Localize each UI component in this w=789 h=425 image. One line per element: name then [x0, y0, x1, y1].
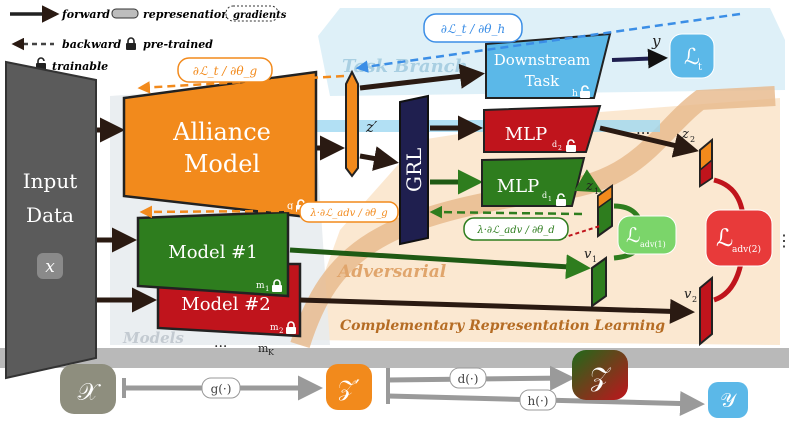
mlp-d2-lock-icon — [566, 139, 576, 152]
space-Zprime-symbol: 𝒵′ — [338, 377, 360, 402]
loss-adv1-sub: adv(1) — [640, 240, 666, 249]
z1-rep-top — [597, 184, 613, 210]
z2-rep-bottom — [699, 158, 713, 188]
mlp-d2-sub-index: 2 — [558, 145, 562, 152]
loss-adv2-symbol: ℒ — [716, 224, 733, 252]
model2-sub: m — [270, 323, 279, 333]
adversarial-label: Adversarial — [336, 262, 447, 282]
models-last-index: K — [268, 348, 275, 357]
downstream-lock-icon — [580, 85, 590, 98]
loss-trailing: ⋮ — [776, 231, 789, 250]
task-branch-label: Task Branch — [342, 56, 468, 77]
z1-var: z — [585, 179, 593, 194]
legend-forward: forward — [61, 8, 110, 21]
model1-lock-icon — [272, 279, 282, 292]
space-X — [60, 364, 116, 414]
downstream-title-1: Downstream — [494, 51, 591, 69]
dots-top: ... — [636, 120, 650, 138]
arrow-downstream-lt — [611, 48, 668, 69]
grl-label: GRL — [402, 148, 426, 192]
mlp-d2-label: MLP — [505, 124, 548, 145]
loss-t-symbol: ℒ — [684, 45, 700, 70]
z1-idx: 1 — [594, 187, 599, 196]
input-var: x — [45, 257, 55, 277]
grad-label-left: ∂ℒ_t / ∂θ_g — [193, 64, 258, 78]
z2-idx: 2 — [690, 135, 695, 144]
space-X-symbol: 𝒳 — [78, 378, 102, 406]
legend-gradients: gradients — [233, 10, 287, 21]
zprime-rep — [345, 69, 359, 178]
arrow-model2-v2 — [299, 297, 695, 324]
bottom-bar — [0, 348, 789, 368]
legend: forward represenation gradients backward… — [10, 5, 287, 73]
arrow-mlp1-z1 — [574, 169, 603, 193]
arrow-model1-v1 — [289, 247, 591, 280]
legend-trainable: trainable — [52, 60, 108, 73]
model1-block — [136, 210, 290, 298]
v1-var: v — [584, 247, 592, 262]
loss-adv1-symbol: ℒ — [626, 223, 640, 247]
arrow-zprime-downstream — [359, 63, 485, 91]
bottom-d-label: d(·) — [458, 372, 479, 386]
space-Z-symbol: 𝒵 — [590, 363, 611, 393]
arrow-mlp2-z2 — [599, 125, 699, 158]
v2-var: v — [684, 287, 692, 302]
alliance-sub: g — [287, 201, 294, 212]
loss-t-sub: t — [698, 62, 702, 73]
model2-lock-icon — [286, 321, 296, 334]
grad-label-adv: λ·∂ℒ_adv / ∂θ_d — [476, 225, 554, 236]
mlp-d1-sub: d — [542, 191, 547, 200]
space-Z — [572, 350, 628, 400]
v1-rep — [591, 256, 607, 308]
loss-t — [669, 33, 715, 79]
model2-sub-index: 2 — [279, 327, 283, 335]
models-dots: ... — [214, 335, 227, 351]
alliance-title-1: Alliance — [172, 118, 271, 146]
v2-rep — [699, 275, 713, 347]
models-region-label: Models — [122, 329, 184, 347]
z2-var: z — [681, 127, 689, 142]
mlp-d2-sub: d — [552, 140, 557, 149]
grl-block — [399, 94, 429, 246]
loss-adv2-sub: adv(2) — [732, 244, 761, 255]
zprime-var: z′ — [365, 118, 378, 136]
y-var: y — [651, 32, 661, 50]
legend-pretrained: pre-trained — [143, 38, 213, 51]
model1-sub: m — [256, 281, 265, 291]
v2-idx: 2 — [692, 295, 697, 304]
alliance-title-2: Model — [184, 150, 260, 178]
arrow-zprime-grl — [359, 146, 399, 171]
mlp-d1-sub-index: 1 — [548, 196, 552, 203]
space-Y-symbol: 𝒴 — [720, 388, 737, 412]
loss-adv1 — [617, 215, 677, 255]
model2-label: Model #2 — [181, 294, 270, 315]
models-last: m — [258, 342, 269, 355]
model1-label: Model #1 — [168, 242, 257, 263]
space-Zprime — [326, 364, 372, 410]
v1-idx: 1 — [592, 255, 597, 264]
crl-label: Complementary Representation Learning — [340, 318, 665, 334]
downstream-title-2: Task — [525, 72, 560, 90]
model1-sub-index: 1 — [265, 285, 269, 293]
grad-arrow-left — [137, 74, 345, 94]
legend-backward: backward — [62, 38, 122, 51]
space-Y — [708, 382, 748, 418]
input-data-block — [5, 60, 97, 380]
legend-representation: represenation — [143, 8, 229, 21]
downstream-sub: h — [572, 89, 578, 99]
bottom-h-label: h(·) — [528, 394, 549, 408]
mlp-d1-lock-icon — [556, 193, 566, 206]
input-data-title-1: Input — [23, 169, 78, 193]
grad-label-top: ∂ℒ_t / ∂θ_h — [441, 22, 506, 36]
mlp-d1-label: MLP — [497, 176, 540, 197]
input-data-title-2: Data — [26, 203, 74, 227]
loss-adv2 — [705, 209, 773, 267]
bottom-g-label: g(·) — [211, 382, 232, 396]
lock-closed-icon — [126, 37, 136, 50]
grad-label-lower-left: λ·∂ℒ_adv / ∂θ_g — [309, 208, 387, 219]
